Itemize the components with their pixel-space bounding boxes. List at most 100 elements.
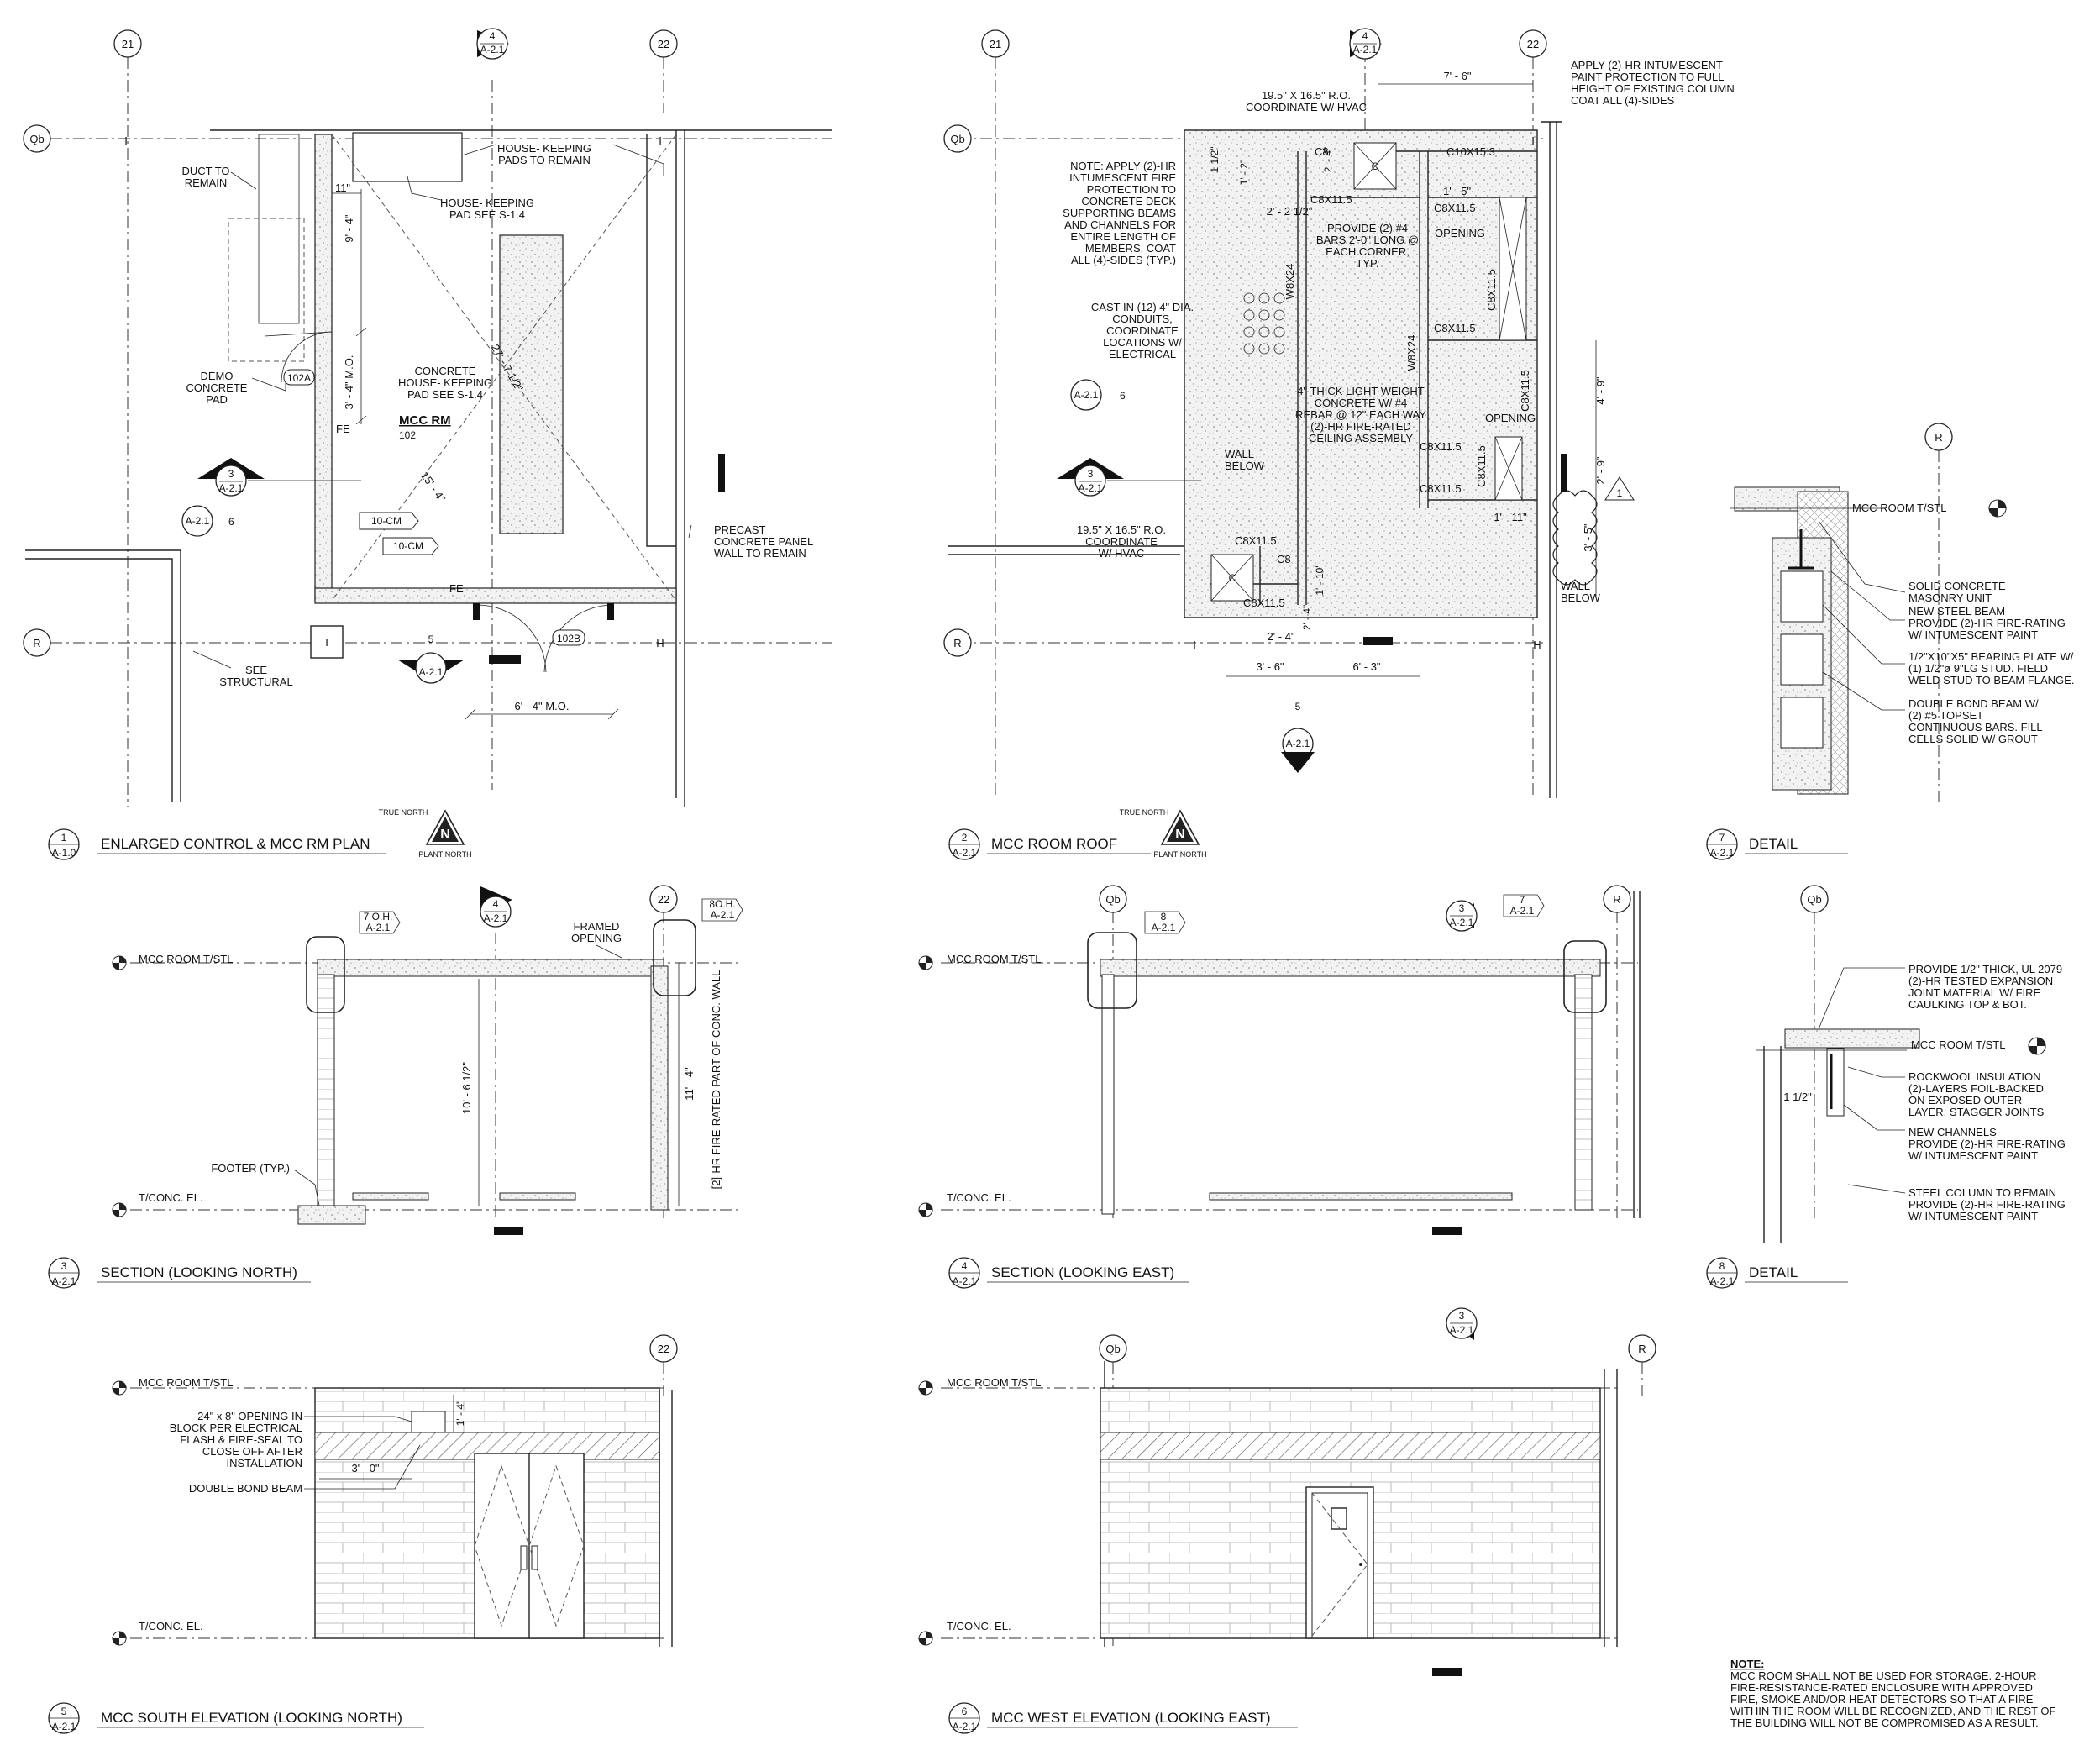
svg-text:Qb: Qb	[950, 133, 964, 145]
svg-text:INSTALLATION: INSTALLATION	[226, 1457, 302, 1469]
svg-text:4: 4	[1362, 30, 1368, 42]
svg-text:(2)-LAYERS FOIL-BACKED: (2)-LAYERS FOIL-BACKED	[1908, 1082, 2044, 1095]
svg-text:SEE: SEE	[245, 664, 267, 676]
svg-text:C8X11.5: C8X11.5	[1434, 202, 1476, 214]
svg-text:A-2.1: A-2.1	[219, 482, 244, 494]
svg-text:1 1/2": 1 1/2"	[1209, 147, 1221, 173]
svg-text:Qb: Qb	[29, 133, 44, 145]
svg-text:3' - 6": 3' - 6"	[1256, 660, 1284, 673]
svg-text:A-2.1: A-2.1	[1353, 44, 1378, 55]
svg-text:21: 21	[122, 38, 134, 50]
svg-text:7: 7	[1520, 894, 1525, 906]
svg-text:1' - 2": 1' - 2"	[1238, 160, 1250, 186]
svg-text:PROVIDE (2)-HR FIRE-RATING: PROVIDE (2)-HR FIRE-RATING	[1908, 1198, 2066, 1211]
svg-text:W8X24: W8X24	[1405, 335, 1418, 371]
svg-text:MCC WEST ELEVATION (LOOKING EA: MCC WEST ELEVATION (LOOKING EAST)	[991, 1710, 1271, 1726]
svg-text:BELOW: BELOW	[1225, 460, 1265, 472]
svg-text:6' - 3": 6' - 3"	[1352, 660, 1380, 673]
svg-text:DOUBLE BOND BEAM W/: DOUBLE BOND BEAM W/	[1908, 697, 2039, 710]
svg-text:C8X11.5: C8X11.5	[1420, 482, 1462, 495]
svg-text:JOINT MATERIAL W/ FIRE: JOINT MATERIAL W/ FIRE	[1908, 986, 2041, 999]
svg-text:CLOSE OFF AFTER: CLOSE OFF AFTER	[202, 1445, 302, 1458]
svg-text:CONCRETE PANEL: CONCRETE PANEL	[714, 535, 813, 548]
svg-text:5: 5	[61, 1706, 67, 1717]
svg-text:3' - 4" M.O.: 3' - 4" M.O.	[343, 355, 355, 410]
svg-text:2' - 4": 2' - 4"	[1301, 605, 1313, 631]
svg-text:C8X11.5: C8X11.5	[1235, 534, 1277, 547]
svg-text:R: R	[1638, 1343, 1646, 1355]
svg-text:EACH CORNER,: EACH CORNER,	[1326, 245, 1410, 258]
svg-text:Qb: Qb	[1105, 1343, 1120, 1355]
svg-text:DUCT TO: DUCT TO	[181, 165, 229, 177]
svg-text:3' - 5": 3' - 5"	[1582, 523, 1594, 551]
svg-text:A-2.1: A-2.1	[1710, 847, 1735, 859]
svg-text:9' - 4": 9' - 4"	[343, 214, 355, 242]
svg-text:COORDINATE: COORDINATE	[1106, 324, 1179, 337]
svg-text:H: H	[1533, 639, 1541, 651]
svg-text:DETAIL: DETAIL	[1749, 1264, 1798, 1280]
svg-text:19.5" X 16.5" R.O.: 19.5" X 16.5" R.O.	[1262, 89, 1351, 102]
svg-text:6' - 4" M.O.: 6' - 4" M.O.	[515, 700, 570, 712]
svg-text:(2)-HR FIRE-RATED: (2)-HR FIRE-RATED	[1310, 420, 1411, 433]
svg-text:MCC ROOM T/STL: MCC ROOM T/STL	[947, 1376, 1041, 1389]
svg-text:MCC ROOM T/STL: MCC ROOM T/STL	[1911, 1038, 2005, 1051]
svg-text:3' - 0": 3' - 0"	[351, 1462, 379, 1475]
svg-text:FOOTER (TYP.): FOOTER (TYP.)	[211, 1162, 290, 1175]
svg-text:22: 22	[658, 38, 669, 50]
svg-text:1' - 10": 1' - 10"	[1314, 564, 1326, 595]
svg-text:FE: FE	[449, 582, 464, 595]
svg-text:8: 8	[1161, 911, 1167, 923]
svg-text:6: 6	[962, 1706, 968, 1717]
svg-text:MCC ROOM SHALL NOT BE USED FOR: MCC ROOM SHALL NOT BE USED FOR STORAGE. …	[1730, 1669, 2037, 1682]
svg-text:MCC ROOM ROOF: MCC ROOM ROOF	[991, 836, 1117, 852]
svg-text:ENTIRE LENGTH OF: ENTIRE LENGTH OF	[1070, 230, 1176, 243]
svg-text:A-1.0: A-1.0	[52, 847, 76, 859]
svg-text:HOUSE- KEEPING: HOUSE- KEEPING	[440, 197, 534, 209]
svg-text:1: 1	[1617, 487, 1623, 499]
svg-text:102: 102	[399, 429, 416, 441]
section-marker-4: 4 A-2.1	[476, 28, 509, 60]
svg-text:APPLY (2)-HR INTUMESCENT: APPLY (2)-HR INTUMESCENT	[1571, 59, 1723, 71]
svg-text:C: C	[1229, 572, 1236, 584]
drawing-7-detail: R MCC ROOM T/STL SOLID CONCRETE MASONRY …	[1706, 423, 2074, 860]
svg-text:A-2.1: A-2.1	[1510, 905, 1535, 917]
svg-text:MCC RM: MCC RM	[399, 413, 451, 428]
svg-text:22: 22	[658, 1343, 669, 1355]
section-marker-5: 5 A-2.1	[397, 633, 465, 684]
svg-text:CEILING ASSEMBLY: CEILING ASSEMBLY	[1309, 432, 1413, 444]
svg-text:10-CM: 10-CM	[371, 515, 402, 527]
svg-text:CONCRETE: CONCRETE	[415, 365, 476, 377]
svg-text:3: 3	[61, 1260, 67, 1272]
svg-text:MCC SOUTH ELEVATION (LOOKING N: MCC SOUTH ELEVATION (LOOKING NORTH)	[101, 1710, 402, 1726]
svg-text:OPENING: OPENING	[571, 932, 622, 944]
svg-text:W/ INTUMESCENT PAINT: W/ INTUMESCENT PAINT	[1908, 1149, 2038, 1162]
svg-text:1' - 4": 1' - 4"	[454, 1401, 466, 1427]
svg-text:A-2.1: A-2.1	[419, 666, 444, 678]
svg-text:(2) #5 TOPSET: (2) #5 TOPSET	[1908, 709, 1983, 722]
svg-text:8: 8	[1719, 1260, 1725, 1272]
svg-text:FIRE, SMOKE AND/OR HEAT DETECT: FIRE, SMOKE AND/OR HEAT DETECTORS SO THA…	[1730, 1693, 2034, 1706]
svg-text:C10X15.3: C10X15.3	[1446, 145, 1495, 158]
svg-text:MCC ROOM T/STL: MCC ROOM T/STL	[139, 953, 233, 965]
svg-text:A-2.1: A-2.1	[1286, 738, 1310, 749]
svg-text:PADS TO REMAIN: PADS TO REMAIN	[498, 154, 591, 166]
svg-text:A-2.1: A-2.1	[953, 1721, 977, 1732]
svg-text:FLASH & FIRE-SEAL TO: FLASH & FIRE-SEAL TO	[180, 1433, 302, 1446]
svg-text:DETAIL: DETAIL	[1749, 836, 1798, 852]
section-marker-3: 3 A-2.1	[197, 458, 361, 497]
svg-text:7' - 6": 7' - 6"	[1443, 70, 1471, 82]
svg-text:A-2.1: A-2.1	[1710, 1275, 1735, 1287]
svg-text:10' - 6 1/2": 10' - 6 1/2"	[460, 1062, 473, 1114]
svg-text:PAD SEE S-1.4: PAD SEE S-1.4	[449, 208, 525, 221]
svg-text:REMAIN: REMAIN	[185, 176, 228, 189]
svg-text:NEW STEEL BEAM: NEW STEEL BEAM	[1908, 605, 2005, 618]
svg-text:PLANT NORTH: PLANT NORTH	[418, 850, 471, 859]
svg-text:1' - 5": 1' - 5"	[1443, 185, 1471, 197]
svg-text:R: R	[33, 637, 40, 649]
svg-text:CONDUITS,: CONDUITS,	[1112, 313, 1173, 325]
door-tag-102a: 102A	[283, 369, 315, 386]
svg-text:W/ HVAC: W/ HVAC	[1099, 547, 1145, 560]
svg-text:A-2.1: A-2.1	[52, 1721, 76, 1732]
svg-text:MCC ROOM T/STL: MCC ROOM T/STL	[139, 1376, 233, 1389]
